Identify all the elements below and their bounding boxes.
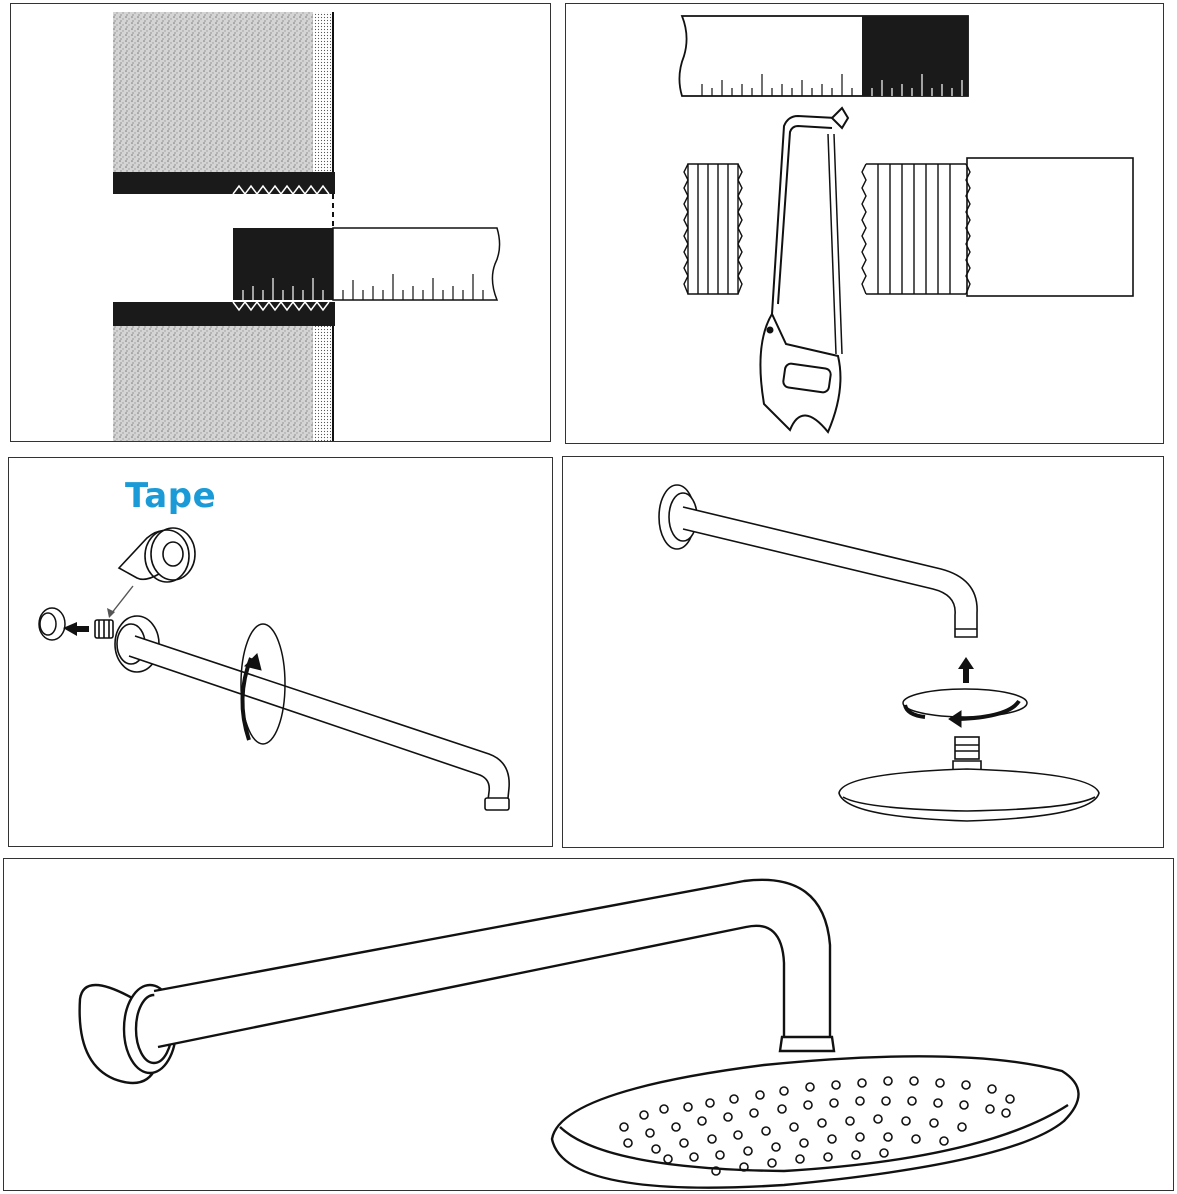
wall-cross-section-icon <box>113 12 501 441</box>
threaded-pipe-icon <box>683 163 743 295</box>
spray-nozzles <box>619 1076 1015 1176</box>
arrow-up-icon <box>958 657 974 683</box>
shower-head-icon <box>550 1055 1080 1189</box>
rotation-arrow-icon <box>902 688 1028 728</box>
step-3-tape-panel: Tape <box>8 457 553 847</box>
hacksaw-icon <box>759 106 850 434</box>
step-4-attach-panel <box>562 456 1164 848</box>
step-1-measure-panel <box>10 3 551 442</box>
shower-arm-icon <box>94 615 510 811</box>
pipe-ruler-icon <box>678 15 969 97</box>
shower-arm-icon <box>78 878 836 1085</box>
shower-head-icon <box>838 736 1100 822</box>
step-5-assembled-panel <box>3 858 1174 1191</box>
tape-label: Tape <box>125 476 217 516</box>
arrow-left-icon <box>63 622 89 636</box>
end-cap-icon <box>38 607 66 641</box>
threaded-pipe-icon <box>861 157 1134 297</box>
rotation-arrow-icon <box>240 623 286 745</box>
shower-arm-icon <box>658 484 978 638</box>
tape-roll-icon <box>117 527 196 583</box>
step-2-cut-panel <box>565 3 1164 444</box>
